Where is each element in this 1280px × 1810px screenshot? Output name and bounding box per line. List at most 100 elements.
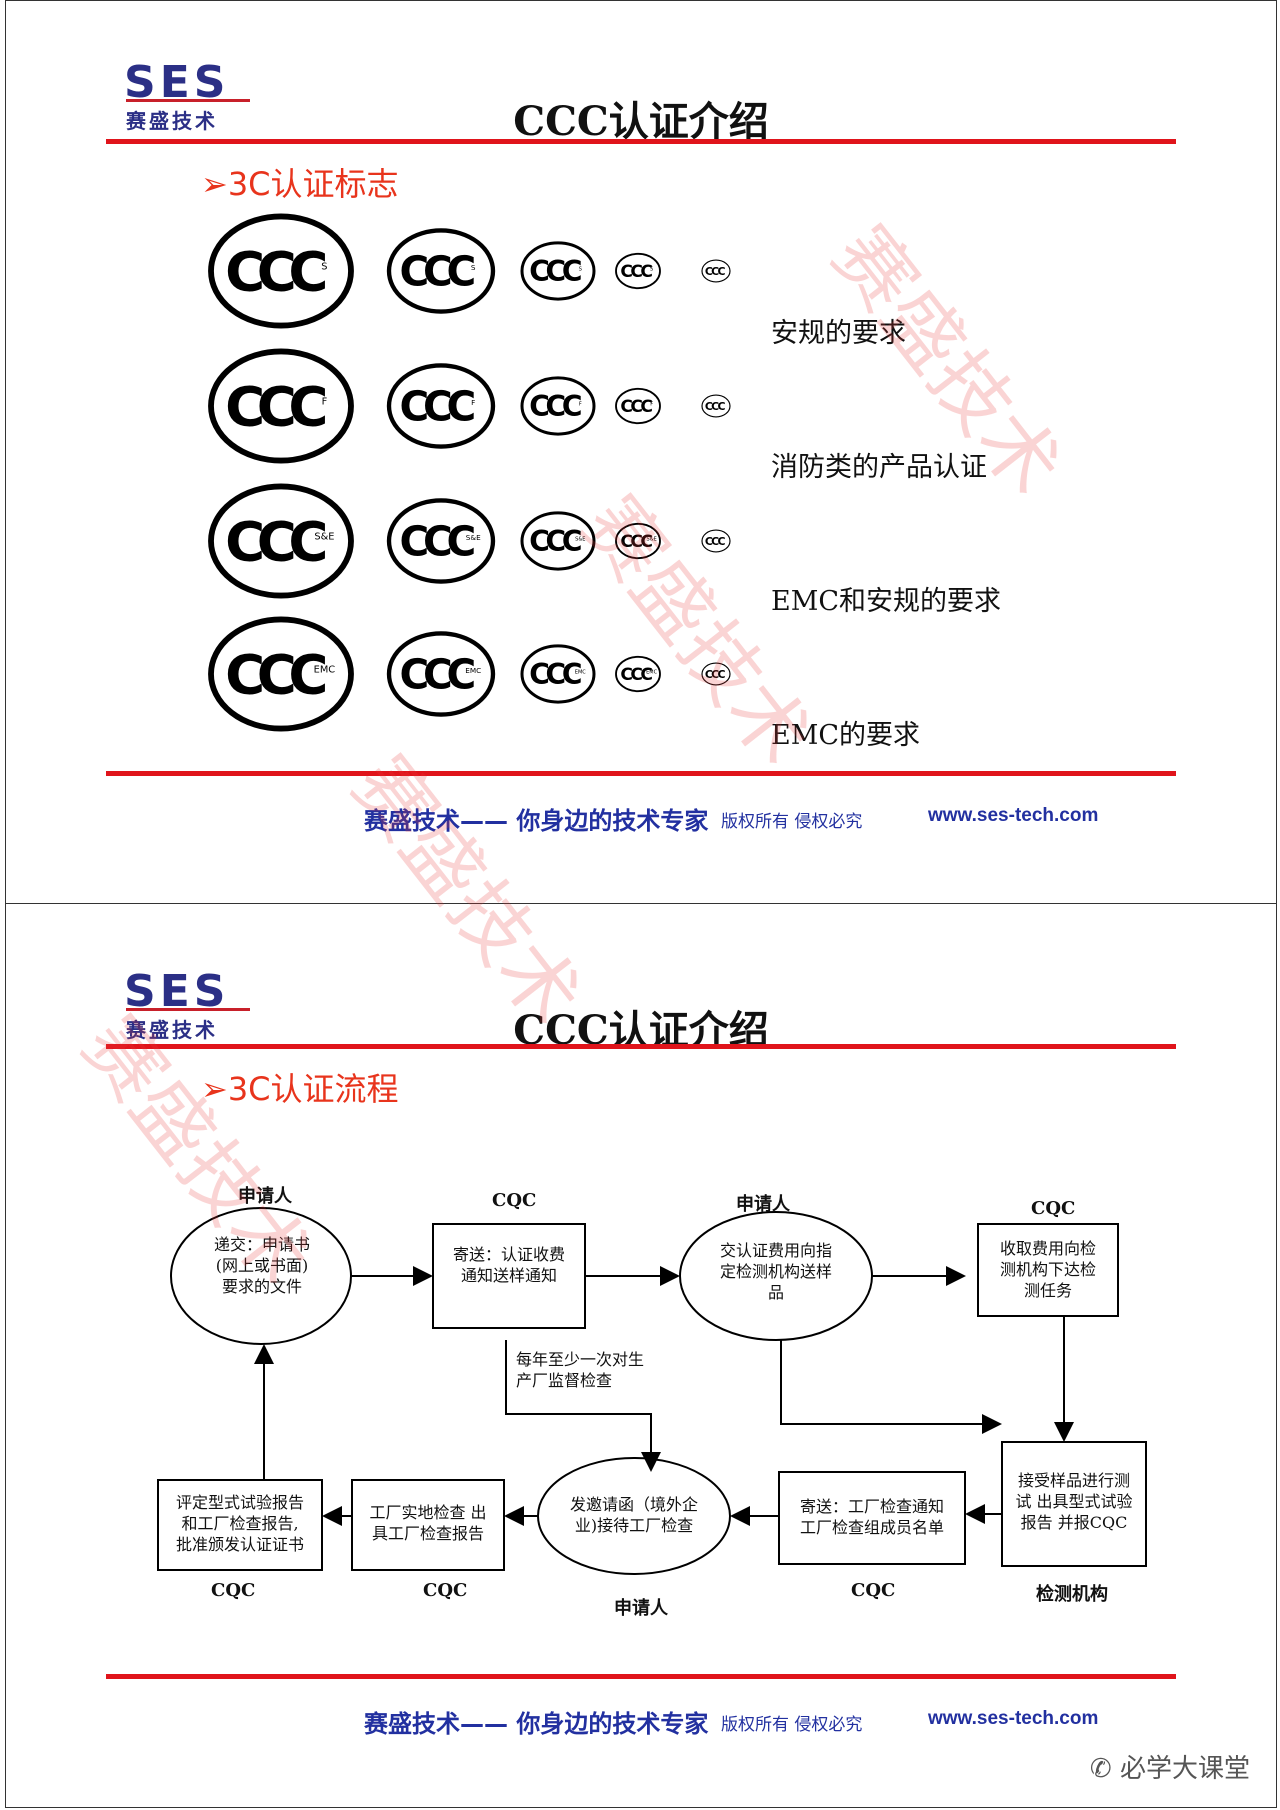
node-test: 接受样品进行测 试 出具型式试验 报告 并报CQC [1005,1470,1143,1533]
ccc-mark-suffix: S&E [314,532,334,543]
node-test-shape [1001,1441,1147,1567]
title-divider [106,139,1176,144]
ccc-mark-suffix: F [322,397,328,408]
ccc-mark-suffix: S [471,263,476,272]
ccc-mark-suffix: S&E [466,533,481,542]
ccc-mark-1-5: CCC [701,259,731,283]
footer-divider [106,771,1176,776]
role-cqc-4: CQC [423,1580,468,1601]
node-inspect-text: 工厂实地检查 出 具工厂检查报告 [369,1503,487,1543]
logo-ses-text: SES [124,966,230,1017]
node-submit: 递交：申请书 (网上或书面) 要求的文件 [182,1234,342,1297]
ccc-mark-suffix: S [650,267,653,273]
ses-logo: SES 赛盛技术 [124,61,264,133]
ccc-mark-suffix: EMC [465,666,481,675]
ccc-mark-text: CCC [225,643,325,707]
footer: 赛盛技术—— 你身边的技术专家 版权所有 侵权必究 www.ses-tech.c… [6,801,1276,841]
role-cqc-1: CQC [492,1190,537,1211]
node-evaluate-text: 评定型式试验报告 和工厂检查报告, 批准颁发认证证书 [175,1493,304,1554]
role-cqc-3: CQC [211,1580,256,1601]
node-factory-notice: 寄送：工厂检查通知 工厂检查组成员名单 [782,1496,962,1538]
process-flowchart [157,1207,1147,1575]
ccc-mark-4-5: CCC [701,662,731,686]
footer-brand: 赛盛技术—— 你身边的技术专家 [364,807,709,835]
mark-label-safety: 安规的要求 [771,318,906,349]
role-cqc-5: CQC [851,1580,896,1601]
ccc-mark-suffix: F [471,398,475,407]
ccc-mark-suffix: S [321,262,327,273]
node-task-text: 收取费用向检 测机构下达检 测任务 [999,1239,1096,1300]
node-evaluate: 评定型式试验报告 和工厂检查报告, 批准颁发认证证书 [161,1492,319,1555]
footer-brand: 赛盛技术—— 你身边的技术专家 [364,1710,709,1738]
node-notify: 寄送：认证收费 通知送样通知 [436,1244,582,1286]
ccc-mark-text: CCC [225,375,325,439]
footer-copyright: 版权所有 侵权必究 [721,1715,863,1735]
ccc-mark-text: CCC [620,532,652,552]
node-notify-text: 寄送：认证收费 通知送样通知 [452,1245,565,1285]
arrow-pay-test [780,1340,1002,1434]
node-pay-text: 交认证费用向指 定检测机构送样 品 [719,1241,832,1302]
mark-label-fire: 消防类的产品认证 [771,452,987,483]
node-task: 收取费用向检 测机构下达检 测任务 [981,1238,1115,1301]
ccc-mark-text: CCC [529,658,581,691]
ccc-mark-3-5: CCC [701,529,731,553]
ccc-mark-text: CCC [399,383,474,431]
logo-underline [126,99,250,102]
ccc-mark-2-5: CCC [701,394,731,418]
ccc-mark-text: CCC [620,262,652,282]
slide-title: CCC认证介绍 [513,98,769,145]
annual-check-note: 每年至少一次对生 产厂监督检查 [516,1349,666,1391]
ccc-mark-text: CCC [620,665,652,685]
ccc-mark-suffix: EMC [646,670,657,676]
ccc-mark-text: CCC [705,265,726,278]
footer-url[interactable]: www.ses-tech.com [928,1708,1099,1729]
wechat-source: ✆ 必学大课堂 [1090,1748,1250,1785]
role-applicant-2: 申请人 [736,1194,790,1215]
ccc-mark-suffix: EMC [575,669,587,675]
ccc-mark-text: CCC [705,535,726,548]
footer-divider [106,1674,1176,1679]
annual-check-text: 每年至少一次对生 产厂监督检查 [516,1350,645,1390]
node-invite-text: 发邀请函（境外企 业)接待工厂检查 [569,1495,698,1535]
ccc-mark-text: CCC [529,390,581,423]
section-heading: ➢3C认证流程 [201,1070,399,1108]
role-lab: 检测机构 [1036,1584,1108,1605]
mark-label-emc: EMC的要求 [771,720,921,751]
title-divider [106,1044,1176,1049]
node-inspect: 工厂实地检查 出 具工厂检查报告 [355,1502,501,1544]
ses-logo: SES 赛盛技术 [124,966,264,1042]
ccc-mark-text: CCC [705,668,726,681]
node-submit-text: 递交：申请书 (网上或书面) 要求的文件 [213,1235,310,1296]
ccc-mark-text: CCC [225,240,325,304]
logo-cn-text: 赛盛技术 [126,109,218,133]
ccc-mark-text: CCC [399,518,474,566]
ccc-mark-suffix: F [650,402,653,408]
footer-url[interactable]: www.ses-tech.com [928,805,1099,826]
ccc-mark-text: CCC [529,525,581,558]
node-task-shape [977,1223,1119,1317]
node-test-text: 接受样品进行测 试 出具型式试验 报告 并报CQC [1015,1471,1133,1532]
ccc-mark-suffix: S&E [647,537,657,543]
ccc-mark-suffix: S&E [575,536,585,542]
ccc-mark-text: CCC [399,248,474,296]
footer-copyright: 版权所有 侵权必究 [721,812,863,832]
mark-label-emc-safety: EMC和安规的要求 [771,586,1002,617]
role-applicant-3: 申请人 [614,1598,668,1619]
wechat-label: 必学大课堂 [1119,1754,1250,1784]
ccc-mark-text: CCC [399,651,474,699]
